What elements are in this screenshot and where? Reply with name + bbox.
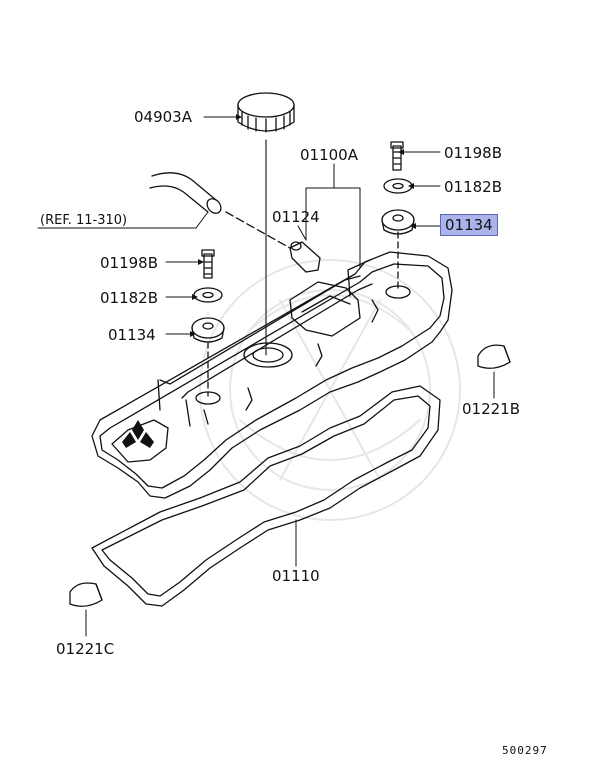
- label-01124: 01124: [272, 208, 320, 226]
- label-01198B-top: 01198B: [444, 144, 503, 162]
- bolt-left: [201, 249, 215, 279]
- washer-left: [193, 287, 223, 303]
- label-01198B-left: 01198B: [100, 254, 159, 272]
- label-ref-11-310: (REF. 11-310): [40, 213, 128, 228]
- document-number: 500297: [502, 744, 548, 757]
- label-01182B-top: 01182B: [444, 178, 503, 196]
- label-01134-top-highlighted[interactable]: 01134: [440, 214, 498, 236]
- oil-filler-cap: [237, 92, 295, 133]
- semicircular-plug-left: [69, 582, 103, 607]
- grommet-left: [191, 317, 225, 343]
- washer-top-right: [383, 178, 413, 194]
- valve-cover-gasket: [91, 385, 441, 607]
- breather-hose: [149, 172, 291, 249]
- bolt-top-right: [390, 141, 404, 171]
- semicircular-plug-right: [477, 344, 511, 369]
- manufacturer-logo-icon: [122, 420, 154, 448]
- label-01182B-left: 01182B: [100, 289, 159, 307]
- label-01134-left: 01134: [108, 326, 156, 344]
- label-01221C: 01221C: [56, 640, 115, 658]
- label-01100A: 01100A: [300, 146, 358, 164]
- filler-hole: [243, 342, 293, 368]
- label-01110: 01110: [272, 567, 320, 585]
- label-04903A: 04903A: [134, 108, 192, 126]
- leader-lines: [37, 116, 441, 335]
- watermark-emblem: [199, 259, 461, 521]
- pcv-valve: [289, 241, 321, 273]
- valve-cover: [91, 251, 453, 499]
- grommet-top-right: [381, 209, 415, 235]
- label-01221B: 01221B: [462, 400, 521, 418]
